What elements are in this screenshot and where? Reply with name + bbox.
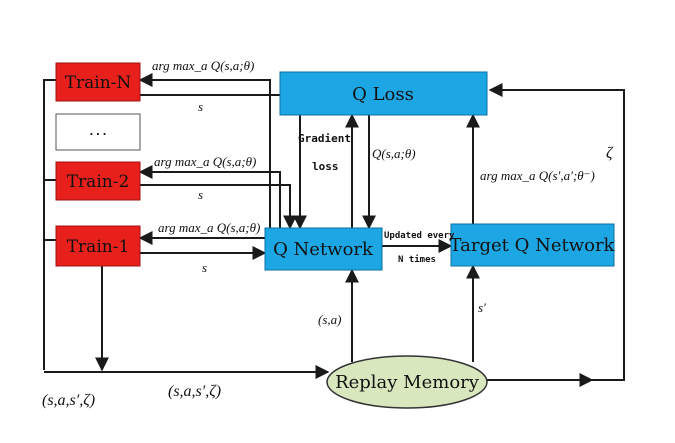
edge-labels: arg max_a Q(s,a;θ) s arg max_a Q(s,a;θ) … — [42, 58, 614, 409]
label-q-value: Q(s,a;θ) — [372, 146, 416, 161]
arrow-qnet-to-train-n — [138, 73, 271, 228]
q-loss-box: Q Loss — [279, 71, 488, 116]
q-loss-label: Q Loss — [352, 84, 414, 105]
label-n-times: N times — [398, 254, 436, 265]
label-s-train-1: s — [202, 260, 207, 275]
arrow-train-2-to-qnet — [140, 184, 297, 230]
label-s-train-2: s — [198, 187, 203, 202]
label-s-train-n: s — [198, 99, 203, 114]
replay-memory-node: Replay Memory — [326, 355, 488, 409]
label-s-prime: s′ — [478, 300, 486, 315]
label-loss: loss — [312, 160, 339, 173]
label-updated-every: Updated every — [384, 231, 455, 241]
ellipsis-label: ... — [88, 125, 108, 138]
q-network-label: Q Network — [273, 239, 374, 260]
connectors — [43, 73, 625, 387]
target-q-network-box: Target Q Network — [450, 223, 616, 267]
replay-memory-label: Replay Memory — [335, 372, 480, 393]
train-n-box: Train-N — [55, 62, 141, 102]
label-argmax-target: arg max_a Q(s′,a′;θ⁻) — [480, 168, 595, 183]
label-zeta: ζ — [606, 145, 614, 162]
train-2-box: Train-2 — [55, 161, 141, 201]
bus-left-vertical — [43, 79, 56, 370]
train-2-label: Train-2 — [67, 172, 130, 192]
label-tuple-bottom: (s,a,s′,ζ) — [168, 383, 221, 400]
label-gradient: Gradient — [298, 132, 351, 145]
label-argmax-train-1: arg max_a Q(s,a;θ) — [158, 220, 260, 235]
label-argmax-train-2: arg max_a Q(s,a;θ) — [154, 154, 256, 169]
arrow-qnet-to-train-2 — [138, 165, 281, 228]
arrow-right-to-qloss — [488, 83, 625, 381]
train-n-label: Train-N — [65, 73, 132, 93]
ellipsis-box: ... — [55, 113, 141, 151]
train-1-label: Train-1 — [67, 237, 130, 257]
label-sa-input: (s,a) — [318, 312, 341, 327]
label-tuple-left: (s,a,s′,ζ) — [42, 392, 95, 409]
train-1-box: Train-1 — [55, 225, 141, 267]
target-q-network-label: Target Q Network — [450, 235, 616, 256]
q-network-box: Q Network — [264, 227, 383, 271]
label-argmax-train-n: arg max_a Q(s,a;θ) — [152, 58, 254, 73]
